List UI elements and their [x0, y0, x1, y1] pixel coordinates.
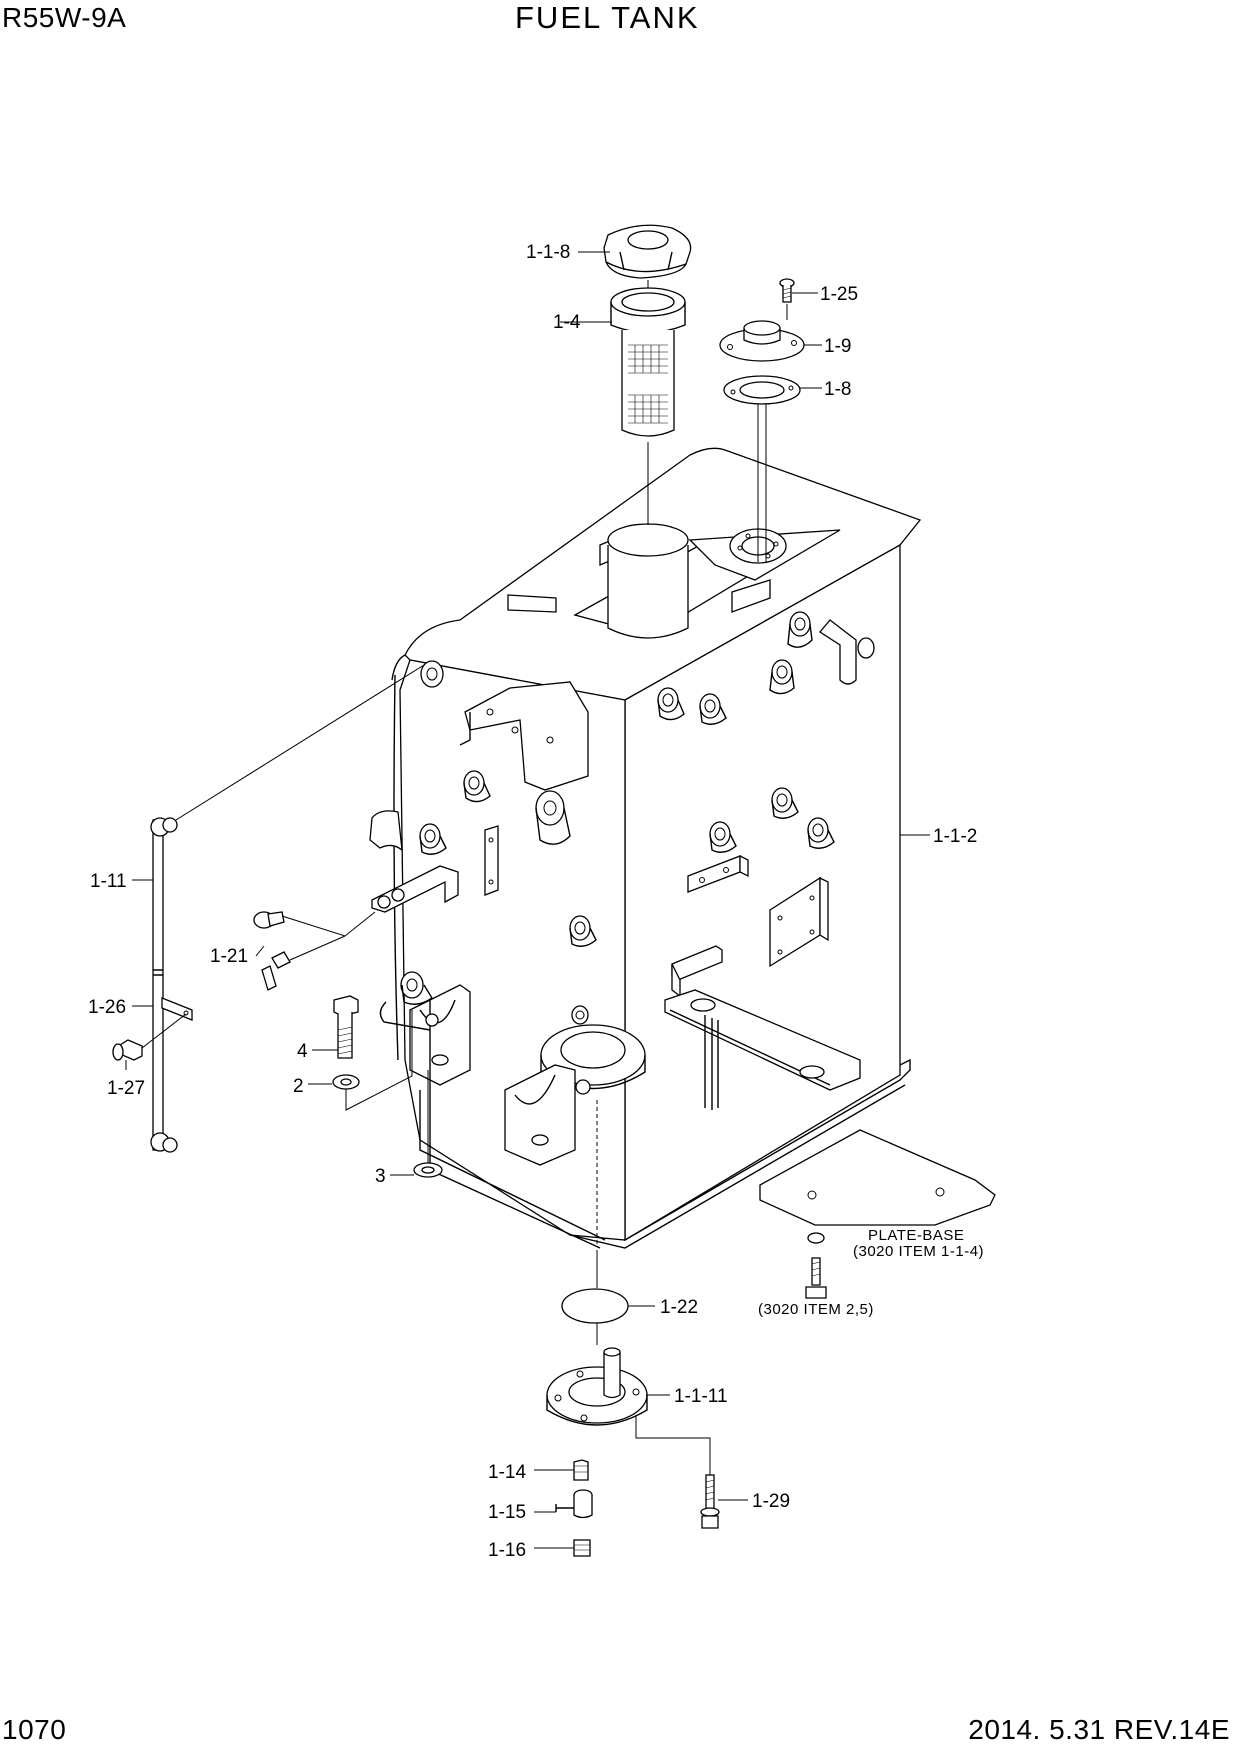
bolt-1-29 [700, 1474, 720, 1529]
tank-bosses [569, 611, 835, 1025]
callout-1-29: 1-29 [752, 1491, 790, 1512]
bolt-4 [333, 995, 359, 1059]
strainer [610, 287, 686, 437]
fitting-leader-b [289, 935, 346, 961]
clamp-bolt [112, 1039, 143, 1061]
callout-1-15: 1-15 [488, 1502, 526, 1523]
clamp-leader [141, 1013, 187, 1049]
washer-leader [345, 1010, 413, 1111]
plate-base [759, 1129, 996, 1226]
note-plate-base: PLATE-BASE [868, 1227, 964, 1244]
flange-leader [635, 1415, 711, 1480]
callout-1-4: 1-4 [553, 312, 581, 333]
side-bracket-upper [459, 681, 589, 791]
fitting-leader-a [281, 911, 376, 937]
model-code: R55W-9A [2, 2, 127, 33]
screw [779, 278, 795, 303]
plate-base-fasteners [805, 1232, 827, 1299]
callout-1-22: 1-22 [660, 1297, 698, 1318]
breather-pipe [819, 619, 875, 685]
callout-1-8: 1-8 [824, 379, 851, 400]
note-bolt-ref: (3020 ITEM 2,5) [758, 1301, 874, 1318]
sender-gasket [723, 375, 801, 405]
callout-1-16: 1-16 [488, 1540, 526, 1561]
mounting-rail [664, 989, 861, 1110]
callout-1-26: 1-26 [88, 997, 126, 1018]
front-brackets [671, 854, 829, 998]
drain-valve-parts [555, 1459, 593, 1557]
filler-cap [603, 224, 692, 279]
callout-4: 4 [297, 1041, 308, 1062]
callout-3: 3 [375, 1166, 386, 1187]
o-ring [561, 1288, 629, 1324]
fuel-sender [719, 320, 805, 362]
callout-1-1-2: 1-1-2 [933, 826, 977, 847]
callout-1-11: 1-11 [90, 871, 127, 892]
callout-1-27: 1-27 [107, 1078, 145, 1099]
callout-leaders [125, 251, 930, 1549]
drain-port-ring [540, 1024, 646, 1090]
lower-saddle-brackets [379, 984, 606, 1249]
callout-1-1-8: 1-1-8 [526, 242, 570, 263]
sender-rods [757, 404, 767, 562]
callout-1-21: 1-21 [210, 946, 248, 967]
top-filler-seat [507, 523, 841, 639]
gauge-leader-top [175, 664, 425, 821]
level-gauge-tube [150, 817, 193, 1153]
callout-1-1-11: 1-1-11 [674, 1386, 728, 1407]
callout-2: 2 [293, 1076, 304, 1097]
callout-1-9: 1-9 [824, 336, 851, 357]
revision-date: 2014. 5.31 REV.14E [968, 1714, 1230, 1745]
hose-fittings [253, 911, 291, 991]
washer-2 [332, 1074, 360, 1090]
hose-clip-bracket [369, 810, 499, 913]
side-bosses [400, 660, 571, 1005]
drain-flange [546, 1347, 648, 1426]
page-title: FUEL TANK [515, 0, 700, 35]
washer-3 [413, 1162, 443, 1178]
note-plate-base-ref: (3020 ITEM 1-1-4) [853, 1243, 984, 1260]
callout-1-14: 1-14 [488, 1462, 526, 1483]
page-number: 1070 [2, 1714, 67, 1745]
callout-1-25: 1-25 [820, 284, 858, 305]
